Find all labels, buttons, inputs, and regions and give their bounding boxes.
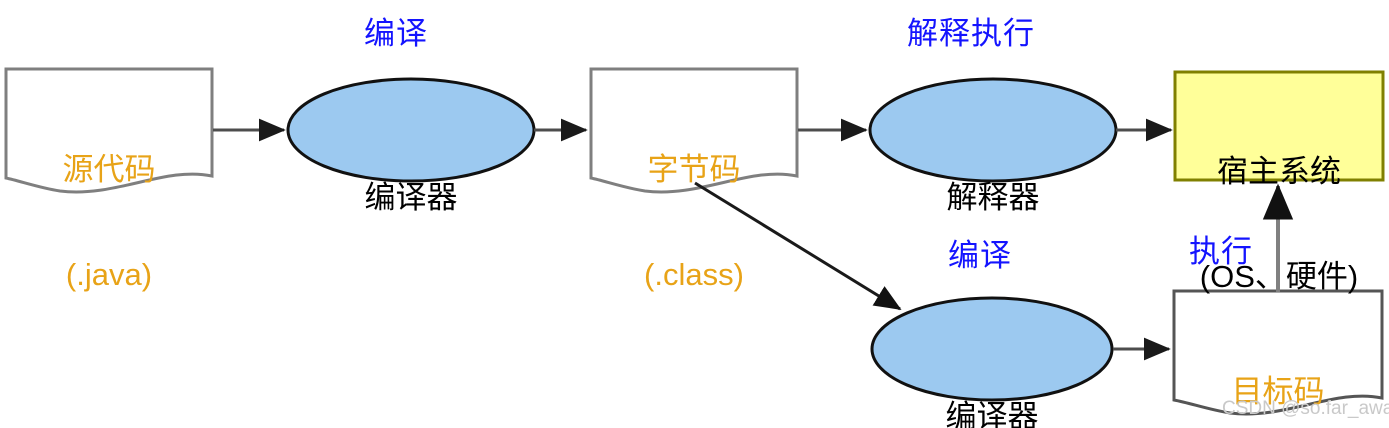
node-compiler-bottom-shape — [870, 296, 1114, 402]
node-interpreter-shape — [868, 77, 1118, 183]
edge-label-compile-top: 编译 — [364, 16, 428, 52]
node-host-system-shape — [1173, 70, 1385, 182]
node-object-code-shape — [1172, 289, 1384, 416]
edge-label-compile-bottom: 编译 — [948, 238, 1012, 274]
node-source-code-shape — [4, 67, 214, 194]
watermark: CSDN @so.far_away — [1222, 398, 1389, 419]
node-compiler-top-shape — [286, 77, 536, 183]
edge-label-interpret-execute: 解释执行 — [907, 16, 1035, 52]
node-bytecode-shape — [589, 67, 799, 194]
edge-label-execute: 执行 — [1189, 234, 1253, 270]
edge-bytecode-to-compiler-bottom — [694, 181, 902, 311]
